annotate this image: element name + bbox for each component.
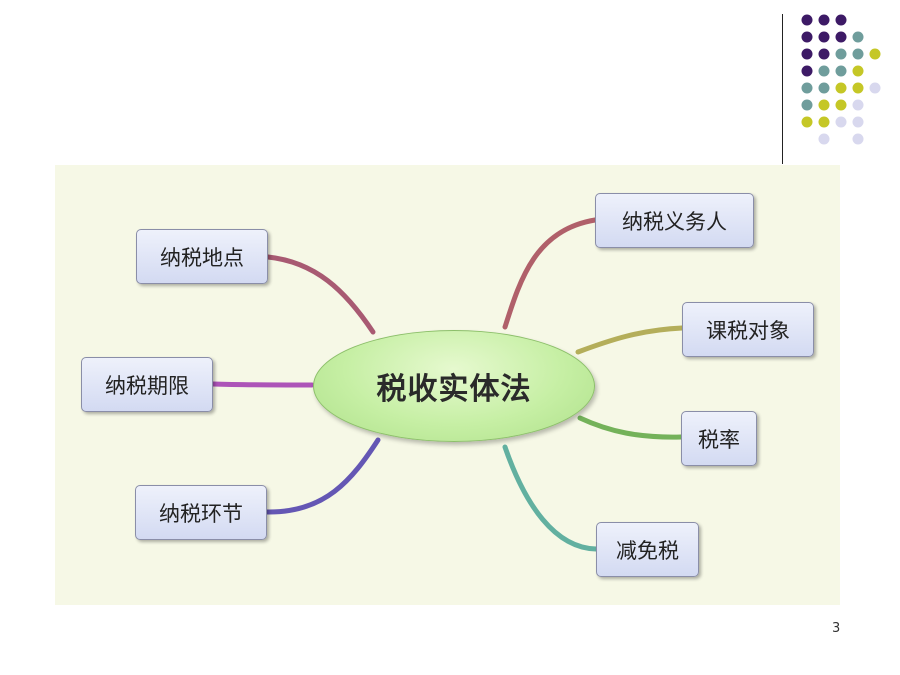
page-number: 3 (832, 621, 841, 636)
decor-dot (852, 31, 864, 43)
topic-taxpayer: 纳税义务人 (595, 193, 754, 248)
topic-tax-relief: 减免税 (596, 522, 699, 577)
decor-dot (835, 116, 847, 128)
decor-dot (801, 99, 813, 111)
header-divider (782, 14, 783, 164)
topic-tax-period: 纳税期限 (81, 357, 213, 412)
branch-tax-object (575, 325, 685, 355)
decor-dot (801, 48, 813, 60)
decor-dot (869, 48, 881, 60)
decor-dot (801, 14, 813, 26)
decor-dot (818, 116, 830, 128)
decor-dot (801, 31, 813, 43)
topic-tax-object: 课税对象 (682, 302, 814, 357)
decorative-dot-grid (801, 14, 881, 145)
topic-tax-rate: 税率 (681, 411, 757, 466)
decor-dot (801, 82, 813, 94)
branch-tax-rate (577, 415, 684, 440)
decor-dot (852, 99, 864, 111)
decor-dot (818, 14, 830, 26)
decor-dot (835, 31, 847, 43)
decor-dot (852, 133, 864, 145)
decor-dot (835, 99, 847, 111)
decor-dot (818, 31, 830, 43)
decor-dot (835, 82, 847, 94)
decor-dot (852, 65, 864, 77)
branch-tax-relief (502, 444, 599, 552)
decor-dot (818, 48, 830, 60)
decor-dot (818, 82, 830, 94)
decor-dot (818, 133, 830, 145)
topic-tax-location: 纳税地点 (136, 229, 268, 284)
branch-taxpayer (502, 217, 598, 330)
decor-dot (835, 48, 847, 60)
branch-tax-location (265, 254, 376, 335)
decor-dot (869, 82, 881, 94)
mindmap-center-node: 税收实体法 (313, 330, 595, 442)
branch-tax-period (210, 381, 315, 388)
decor-dot (852, 82, 864, 94)
decor-dot (818, 99, 830, 111)
decor-dot (801, 116, 813, 128)
decor-dot (835, 14, 847, 26)
decor-dot (801, 65, 813, 77)
decor-dot (852, 48, 864, 60)
decor-dot (818, 65, 830, 77)
decor-dot (852, 116, 864, 128)
topic-tax-stage: 纳税环节 (135, 485, 267, 540)
decor-dot (835, 65, 847, 77)
branch-tax-stage (264, 437, 381, 515)
